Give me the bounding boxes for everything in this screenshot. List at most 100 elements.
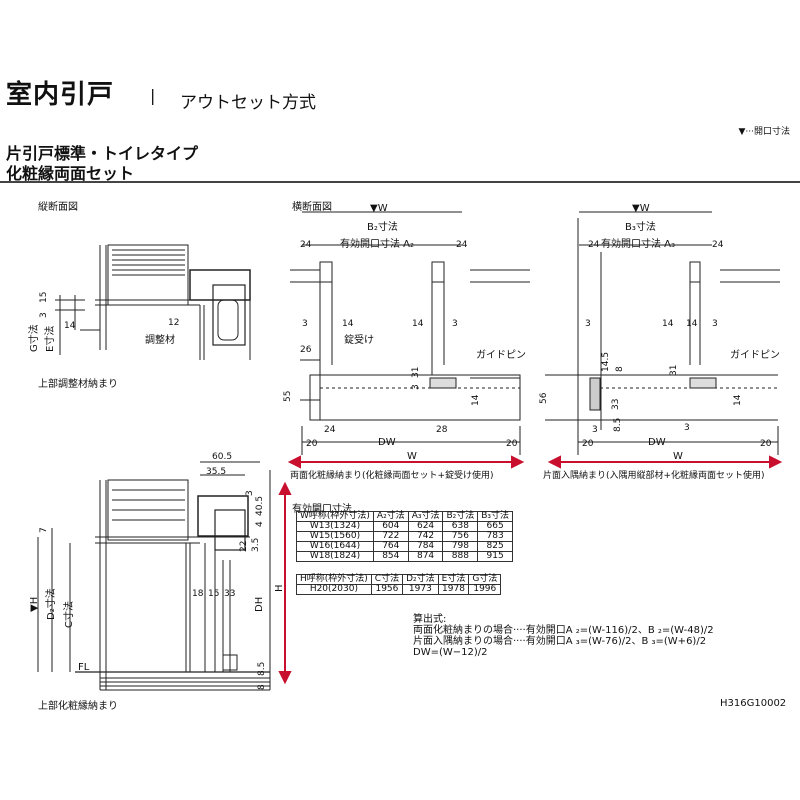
table-row: W16(1644) 764 784 798 825 [296, 541, 514, 552]
upper-adjust-caption: 上部調整材納まり [38, 379, 118, 390]
dim-v1-15: 15 [39, 292, 49, 303]
dim-h1-24c: 24 [324, 425, 336, 435]
table-cell: 1978 [437, 584, 470, 595]
table-cell: 874 [407, 551, 444, 562]
table-row: W18(1824) 854 874 888 915 [296, 551, 514, 562]
header-divider [0, 181, 800, 183]
table-cell: 1956 [370, 584, 404, 595]
fl-label: FL [78, 662, 90, 673]
formula-heading: 算出式: [413, 614, 447, 625]
both-side-trim-detail [290, 211, 530, 455]
dim-h2-24b: 24 [712, 240, 724, 250]
formula-block: 算出式: 両面化粧納まりの場合····有効開口A ₂=(W-116)/2、B ₂… [413, 614, 714, 658]
dim-v2-15: 15 [208, 589, 219, 599]
product-type: 片引戸標準・トイレタイプ [6, 144, 199, 163]
e-dim-label: E寸法 [43, 326, 56, 352]
dim-v2-60-5: 60.5 [212, 452, 232, 462]
dim-v2-22: 22 [239, 541, 249, 552]
table-row: W13(1324) 604 624 638 665 [296, 521, 514, 532]
table-cell: 825 [477, 541, 514, 552]
upper-adjust-detail [55, 244, 251, 360]
dim-v2-33: 33 [224, 589, 235, 599]
dim-h2-20b: 20 [760, 439, 772, 449]
dim-h1-24b: 24 [456, 240, 468, 250]
dim-h1-20a: 20 [306, 439, 318, 449]
table-header-cell: B₃寸法 [477, 511, 514, 522]
dim-h2-3d: 3 [684, 423, 690, 433]
table-cell: 915 [477, 551, 514, 562]
dim-v1-12: 12 [168, 318, 179, 328]
table-cell: 604 [372, 521, 409, 532]
dim-h2-14b: 14 [686, 319, 698, 329]
w-label-2: W [673, 451, 683, 462]
dh-label: DH [254, 597, 265, 612]
legend-opening-dimension: ▼···開口寸法 [738, 127, 790, 137]
formula-line-3: DW=(W−12)/2 [413, 647, 488, 658]
vertical-section-title: 縦断面図 [38, 202, 78, 213]
table-cell: 638 [442, 521, 479, 532]
table-cell: 784 [407, 541, 444, 552]
table-cell: 764 [372, 541, 409, 552]
both-trim-caption: 両面化粧縁納まり(化粧縁両面セット+錠受け使用) [290, 471, 494, 481]
dim-v2-8-5: 8.5 [257, 662, 267, 676]
w-mark-label-1: ▼W [370, 203, 388, 214]
a2-label: 有効開口寸法 A₂ [340, 237, 414, 250]
b2-label: B₂寸法 [367, 220, 398, 233]
c-dim-label: C寸法 [62, 601, 75, 628]
upper-trim-detail [37, 461, 271, 691]
red-dimension-arrows [278, 455, 783, 685]
table-header-cell: W呼称(枠外寸法) [296, 511, 374, 522]
dim-h2-24a: 24 [588, 240, 600, 250]
product-option: 化粧縁両面セット [6, 164, 135, 183]
dim-v2-3: 3 [245, 490, 255, 496]
table-cell: 722 [372, 531, 409, 542]
table-header-cell: H呼称(枠外寸法) [296, 574, 372, 585]
dim-h1-3c: 3 [411, 384, 421, 390]
dw-label-1: DW [378, 437, 396, 448]
page-title: 室内引戸 [6, 80, 115, 110]
table-cell: W15(1560) [296, 531, 374, 542]
dim-h2-8-5: 8.5 [613, 418, 623, 432]
table-header-cell: E寸法 [437, 574, 470, 585]
d2-dim-label: D₂寸法 [44, 588, 57, 620]
dim-h1-20b: 20 [506, 439, 518, 449]
dim-h2-3b: 3 [712, 319, 718, 329]
guide-pin-label-1: ガイドピン [476, 349, 526, 361]
dim-h1-14c: 14 [471, 394, 481, 406]
table-cell: 783 [477, 531, 514, 542]
dim-h2-3c: 3 [592, 425, 598, 435]
table-cell: 624 [407, 521, 444, 532]
opening-dimension-table: W呼称(枠外寸法) A₂寸法 A₃寸法 B₂寸法 B₃寸法 W13(1324) … [296, 511, 514, 562]
a3-label: 有効開口寸法 A₃ [601, 237, 675, 250]
one-side-inset-detail [545, 211, 780, 455]
b3-label: B₃寸法 [625, 220, 656, 233]
table-header-cell: C寸法 [370, 574, 404, 585]
dim-h2-20a: 20 [582, 439, 594, 449]
lock-receiver-label: 錠受け [344, 333, 374, 346]
dim-h2-31: 31 [669, 365, 679, 376]
dim-v2-8: 8 [257, 684, 267, 690]
table-row: W15(1560) 722 742 756 783 [296, 531, 514, 542]
dim-h2-8: 8 [615, 366, 625, 372]
dim-h1-28: 28 [436, 425, 448, 435]
dim-h1-55: 55 [283, 391, 293, 402]
guide-pin-label-2: ガイドピン [730, 349, 780, 361]
dw-label-2: DW [648, 437, 666, 448]
w-mark-label-2: ▼W [632, 203, 650, 214]
table-header-cell: D₂寸法 [402, 574, 439, 585]
dim-h2-14a: 14 [662, 319, 674, 329]
table-header-row: W呼称(枠外寸法) A₂寸法 A₃寸法 B₂寸法 B₃寸法 [296, 511, 514, 522]
formula-line-1: 両面化粧納まりの場合····有効開口A ₂=(W-116)/2、B ₂=(W-4… [413, 625, 714, 636]
page-subtitle: アウトセット方式 [180, 93, 316, 113]
table-cell: 854 [372, 551, 409, 562]
dim-h2-3a: 3 [585, 319, 591, 329]
h-label: H [274, 584, 285, 592]
table-cell: 756 [442, 531, 479, 542]
table-header-cell: A₂寸法 [372, 511, 409, 522]
adjuster-label: 調整材 [145, 333, 175, 346]
height-dimension-table: H呼称(枠外寸法) C寸法 D₂寸法 E寸法 G寸法 H20(2030) 195… [296, 574, 502, 595]
h-mark-label: ▼H [29, 597, 40, 612]
table-cell: 742 [407, 531, 444, 542]
dim-h1-14a: 14 [342, 319, 354, 329]
